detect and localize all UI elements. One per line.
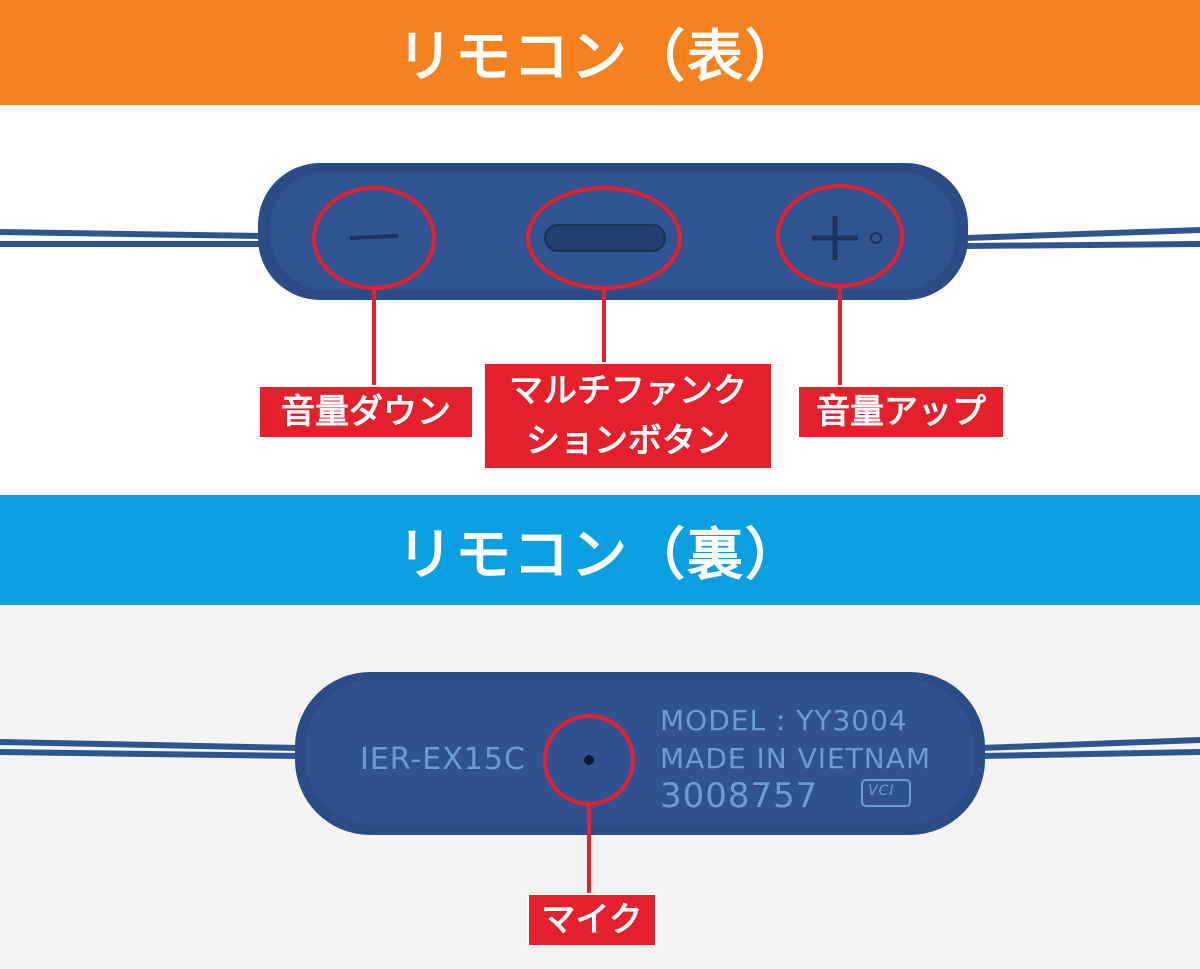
multifunction-button xyxy=(544,224,666,252)
back-cable xyxy=(0,737,1200,759)
minus-icon xyxy=(349,234,399,240)
front-header-text: リモコン（表） xyxy=(397,25,803,90)
multifunction-label-line1: マルチファンク xyxy=(509,371,747,411)
volume-down-label: 音量ダウン xyxy=(258,385,474,439)
front-callouts xyxy=(312,184,904,387)
back-header-text: リモコン（裏） xyxy=(397,522,803,588)
serial-print: 3008757 xyxy=(660,776,819,816)
front-cable xyxy=(0,227,1200,249)
back-callouts xyxy=(543,714,635,895)
mic-label: マイク xyxy=(527,893,657,947)
multifunction-label-line2: ションボタン xyxy=(526,421,730,461)
plus-icon xyxy=(812,216,858,260)
volume-up-label: 音量アップ xyxy=(797,385,1005,439)
multifunction-label: マルチファンク ションボタン xyxy=(483,362,773,470)
model-print: MODEL : YY3004 xyxy=(660,704,908,737)
vci-mark-text: VCI xyxy=(868,783,895,799)
back-header: リモコン（裏） xyxy=(0,495,1200,605)
made-in-print: MADE IN VIETNAM xyxy=(660,742,932,775)
mic-hole xyxy=(584,755,594,765)
front-header: リモコン（表） xyxy=(0,0,1200,105)
vci-mark xyxy=(861,779,911,807)
model-name-print: IER-EX15C xyxy=(360,742,526,777)
